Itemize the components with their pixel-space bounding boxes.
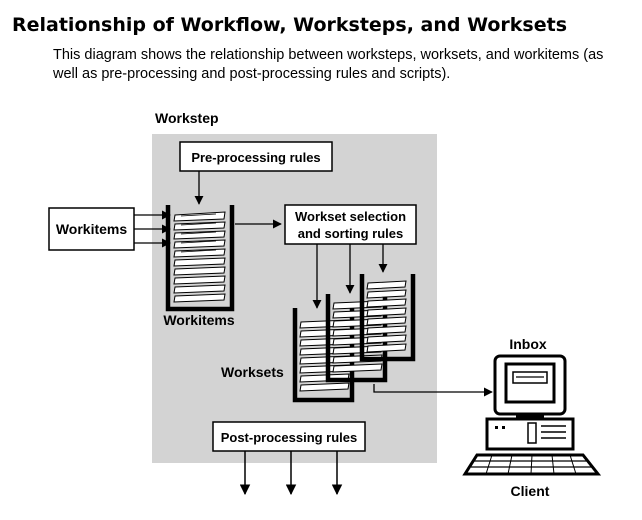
workset-tray-3 <box>359 274 416 362</box>
client-label: Client <box>511 483 550 499</box>
worksets-label: Worksets <box>221 364 284 380</box>
workstep-label: Workstep <box>155 110 219 126</box>
postprocessing-rules-label: Post-processing rules <box>221 430 358 445</box>
page-title: Relationship of Workflow, Worksteps, and… <box>12 14 568 36</box>
workitems-stack-label: Workitems <box>163 312 235 328</box>
preprocessing-rules-label: Pre-processing rules <box>191 150 320 165</box>
inbox-label: Inbox <box>509 336 547 352</box>
preprocessing-rules-box <box>179 141 333 172</box>
workitems-sheets <box>173 211 226 303</box>
workitems-stack <box>165 205 235 312</box>
workset-to-inbox-arrow <box>373 384 493 397</box>
client-computer-icon <box>462 354 602 476</box>
workitems-input-box <box>48 207 135 251</box>
postprocessing-rules-box <box>212 421 366 452</box>
workitems-tray <box>165 205 235 312</box>
intro-text: This diagram shows the relationship betw… <box>53 47 604 82</box>
workset-rules-label-line1: Workset selection <box>295 209 406 224</box>
workset-rules-box <box>284 204 417 245</box>
workitems-input-label: Workitems <box>56 221 128 237</box>
workset-rules-label-line2: and sorting rules <box>298 226 403 241</box>
